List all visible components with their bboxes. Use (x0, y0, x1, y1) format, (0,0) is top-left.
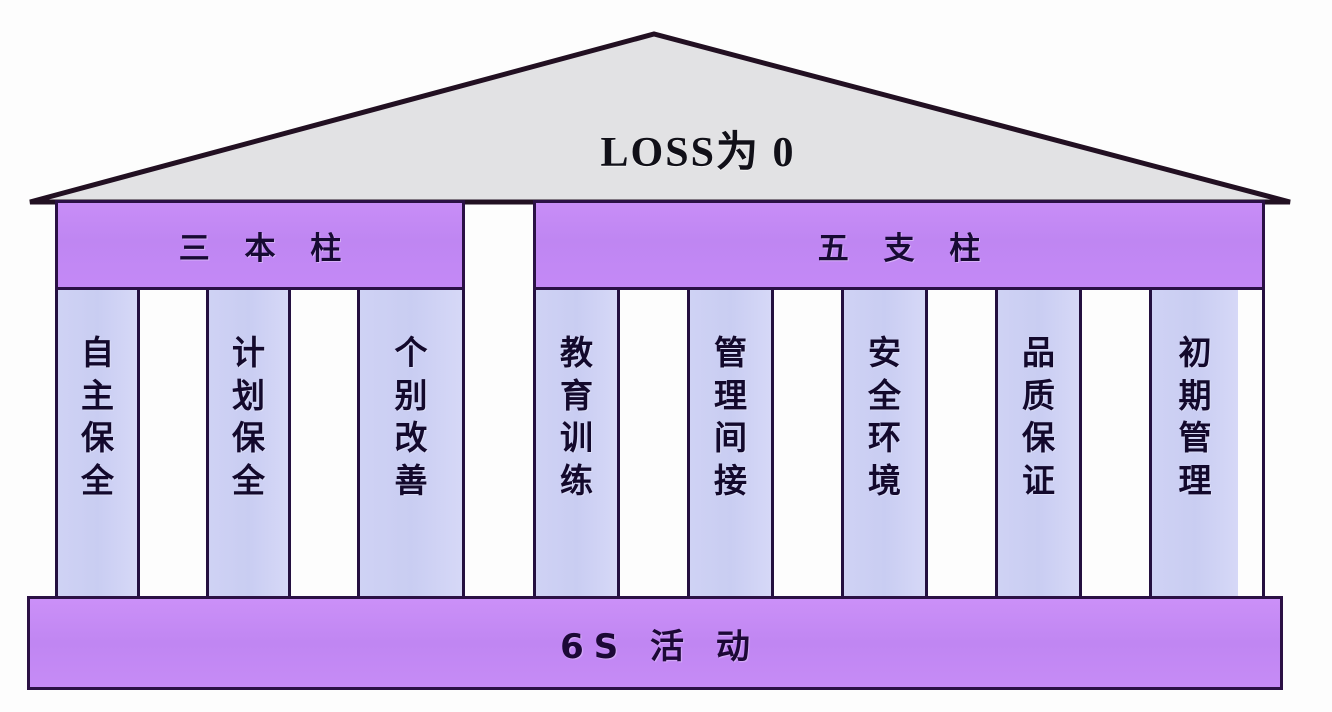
pillar-char: 全 (232, 460, 265, 500)
pillar-char: 主 (81, 375, 114, 415)
pillar-row-right: 教 育 训 练 管 理 间 接 (533, 290, 1265, 598)
pillar-char: 境 (868, 460, 901, 500)
pillar-gap-right-3 (928, 290, 998, 598)
pillar-early-management-label: 初 期 管 理 (1152, 332, 1238, 502)
pillar-char: 环 (868, 418, 901, 458)
pillar-char: 管 (1178, 418, 1212, 458)
pillar-char: 保 (1022, 418, 1055, 458)
pillar-quality-maintenance-label: 品 质 保 证 (998, 332, 1079, 502)
section-five-pillars: 五 支 柱 教 育 训 练 管 理 间 (533, 200, 1265, 598)
pillar-char: 善 (394, 460, 428, 500)
pillar-gap-left-2 (291, 290, 360, 598)
pillar-gap-right-1 (620, 290, 690, 598)
pillar-char: 练 (560, 460, 593, 500)
pillar-char: 全 (81, 460, 114, 500)
pillar-education-training-label: 教 育 训 练 (536, 332, 617, 502)
pillar-char: 计 (232, 333, 265, 372)
pillar-char: 间 (714, 418, 747, 458)
pillar-char: 安 (868, 333, 901, 372)
pillar-char: 个 (394, 333, 428, 372)
pillar-char: 接 (714, 460, 747, 500)
base-band-label: 6S 活 动 (560, 626, 760, 667)
pillar-char: 保 (232, 418, 265, 458)
pillar-gap-right-2 (774, 290, 844, 598)
pillar-quality-maintenance[interactable]: 品 质 保 证 (998, 290, 1082, 598)
pillar-education-training[interactable]: 教 育 训 练 (536, 290, 620, 598)
band-three-pillars[interactable]: 三 本 柱 (55, 200, 465, 290)
roof-label: LOSS为 0 (600, 130, 796, 176)
band-three-pillars-label: 三 本 柱 (178, 230, 354, 267)
pillar-char: 育 (560, 375, 593, 415)
base-band[interactable]: 6S 活 动 (27, 596, 1283, 690)
pillar-focused-improvement-label: 个 别 改 善 (360, 332, 462, 502)
pillar-char: 初 (1178, 333, 1212, 372)
pillar-char: 证 (1022, 460, 1055, 500)
band-five-pillars-label: 五 支 柱 (817, 230, 993, 267)
pillar-char: 自 (81, 333, 114, 372)
pillar-autonomous-maintenance-label: 自 主 保 全 (58, 332, 137, 502)
pillar-char: 理 (1178, 460, 1212, 500)
pillar-char: 品 (1022, 333, 1055, 372)
pillar-char: 别 (394, 375, 428, 415)
pillar-char: 改 (394, 418, 428, 458)
pillar-char: 质 (1022, 375, 1055, 415)
roof-shape: LOSS为 0 (22, 28, 1298, 210)
pillar-char: 管 (714, 333, 747, 372)
pillar-char: 全 (868, 375, 901, 415)
pillar-planned-maintenance-label: 计 划 保 全 (209, 332, 288, 502)
pillar-gap-right-4 (1082, 290, 1152, 598)
pillar-office-tpm-label: 管 理 间 接 (690, 332, 771, 502)
pillar-focused-improvement[interactable]: 个 别 改 善 (360, 290, 462, 598)
pillar-office-tpm[interactable]: 管 理 间 接 (690, 290, 774, 598)
pillar-char: 保 (81, 418, 114, 458)
pillar-gap-left-1 (140, 290, 209, 598)
house-body: 三 本 柱 自 主 保 全 计 划 保 (55, 200, 1265, 598)
pillar-char: 划 (232, 375, 265, 415)
pillar-char: 训 (560, 418, 593, 458)
pillar-early-management[interactable]: 初 期 管 理 (1152, 290, 1238, 598)
band-five-pillars[interactable]: 五 支 柱 (533, 200, 1265, 290)
pillar-safety-environment-label: 安 全 环 境 (844, 332, 925, 502)
pillar-char: 教 (560, 333, 593, 372)
pillar-safety-environment[interactable]: 安 全 环 境 (844, 290, 928, 598)
pillar-autonomous-maintenance[interactable]: 自 主 保 全 (58, 290, 140, 598)
pillar-planned-maintenance[interactable]: 计 划 保 全 (209, 290, 291, 598)
section-three-pillars: 三 本 柱 自 主 保 全 计 划 保 (55, 200, 465, 598)
pillar-char: 期 (1178, 375, 1212, 415)
pillar-row-left: 自 主 保 全 计 划 保 全 (55, 290, 465, 598)
pillar-char: 理 (714, 375, 747, 415)
